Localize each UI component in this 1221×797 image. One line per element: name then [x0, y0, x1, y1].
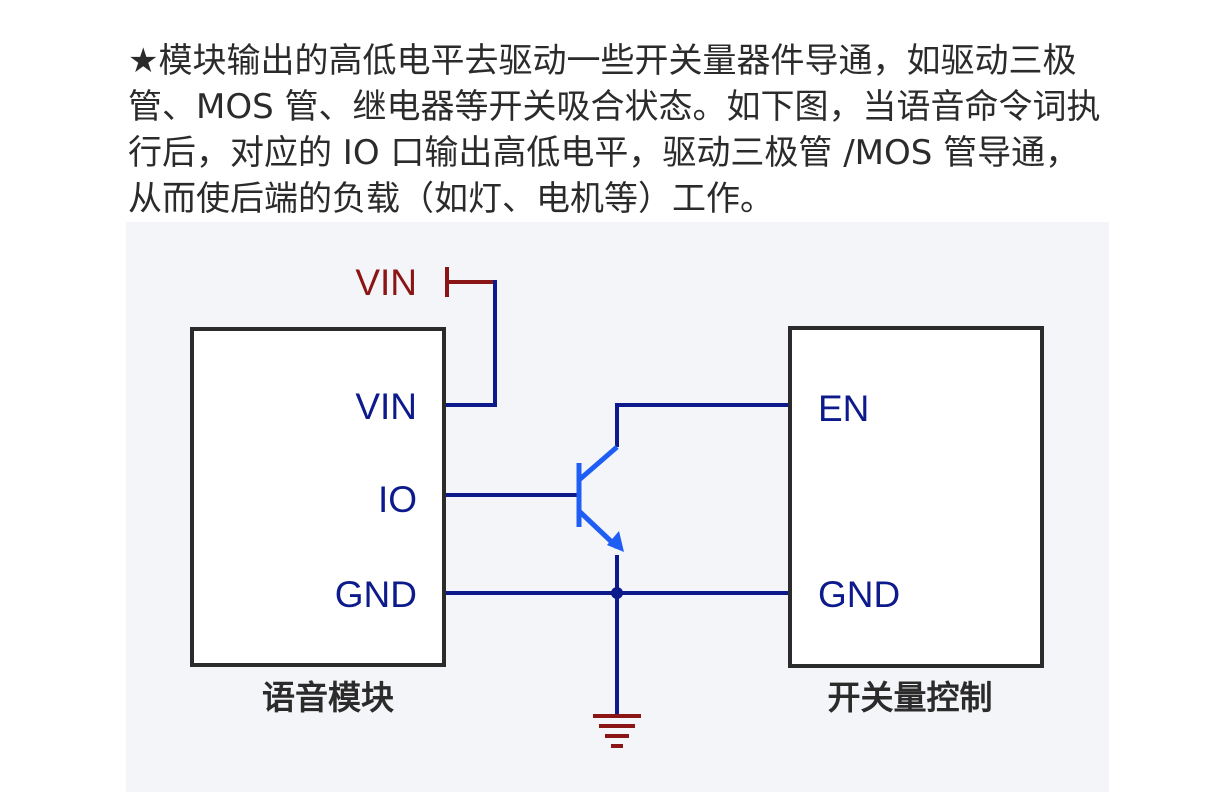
voice-module-io-pin-label: IO [378, 479, 417, 520]
npn-transistor-symbol [576, 445, 619, 549]
circuit-wires [444, 280, 790, 716]
switch-control-caption: 开关量控制 [828, 678, 993, 717]
switch-control-gnd-pin-label: GND [818, 574, 900, 615]
description-text: ★模块输出的高低电平去驱动一些开关量器件导通，如驱动三极管、MOS 管、继电器等… [128, 41, 1101, 219]
vin-wire [444, 280, 497, 407]
ground-symbol [593, 714, 641, 748]
switch-control-block [788, 326, 1044, 668]
transistor-emitter-arrow [607, 531, 624, 552]
voice-module-vin-pin-label: VIN [355, 386, 417, 427]
voice-module-caption: 语音模块 [262, 678, 394, 717]
gnd-junction-dot [611, 587, 623, 599]
en-wire [615, 403, 790, 447]
circuit-diagram: VIN VIN IO GND 语音模块 [190, 262, 1044, 748]
voice-module-gnd-pin-label: GND [335, 574, 417, 615]
vin-supply-label: VIN [355, 262, 417, 303]
circuit-diagram-panel: VIN VIN IO GND 语音模块 [126, 222, 1109, 792]
vin-supply-symbol: VIN [355, 262, 497, 303]
switch-control-en-pin-label: EN [818, 388, 869, 429]
voice-module-block [190, 327, 446, 667]
